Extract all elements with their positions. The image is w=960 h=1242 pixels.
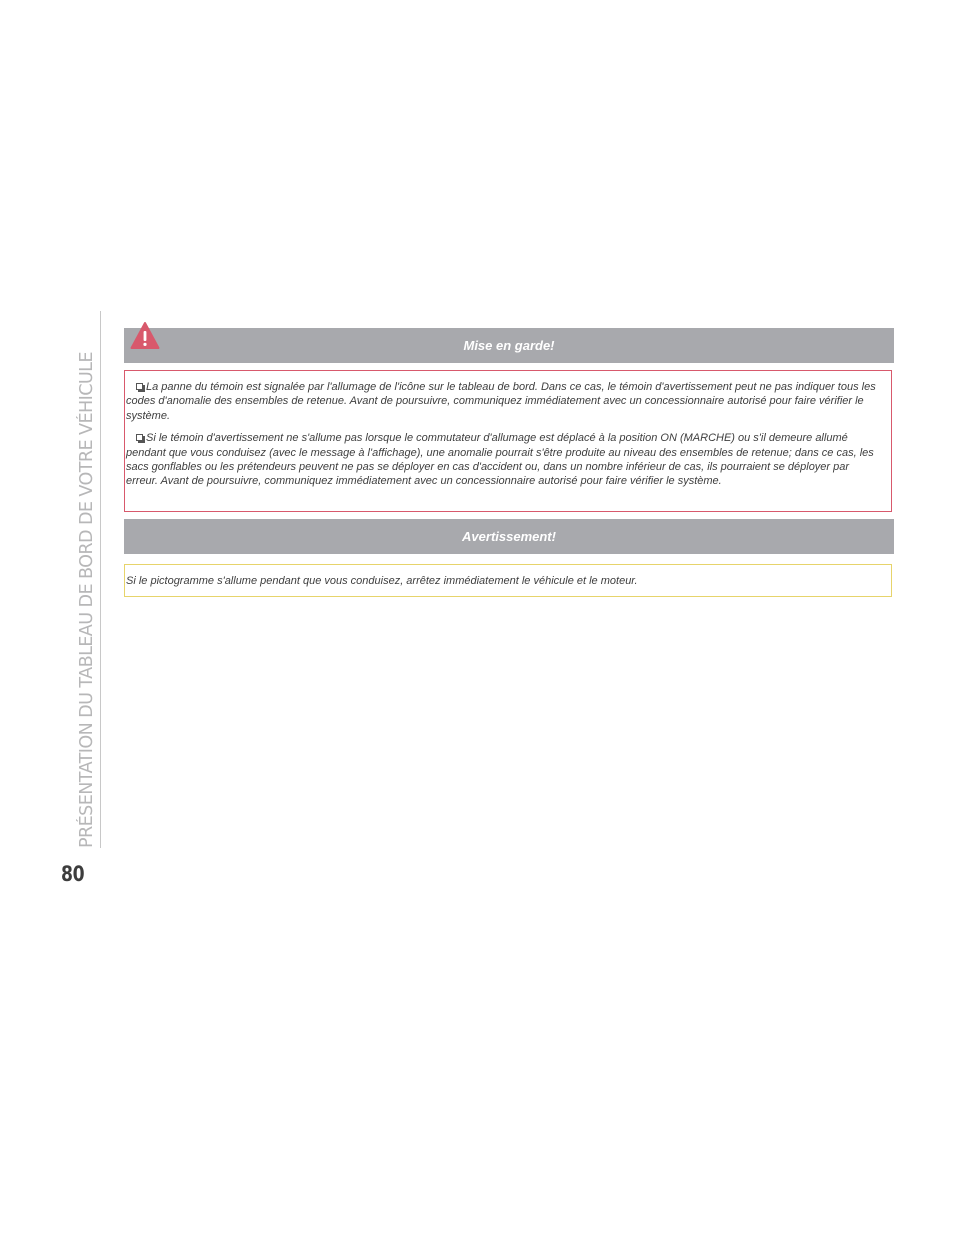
caution-item-text: La panne du témoin est signalée par l'al… [126,381,876,422]
caution-item-text: Si le témoin d'avertissement ne s'allume… [126,432,874,488]
caution-item: Si le témoin d'avertissement ne s'allume… [126,431,883,489]
warning-title: Avertissement! [462,529,556,544]
caution-title: Mise en garde! [463,338,555,353]
side-chapter-title-text: PRÉSENTATION DU TABLEAU DE BORD DE VOTRE… [77,352,97,848]
warning-body: Si le pictogramme s'allume pendant que v… [124,564,892,597]
checkbox-bullet-icon [136,383,145,392]
caution-item: La panne du témoin est signalée par l'al… [126,380,883,423]
checkbox-bullet-icon [136,434,145,444]
warning-text: Si le pictogramme s'allume pendant que v… [126,575,638,587]
caution-header: Mise en garde! [124,322,894,363]
warning-triangle-icon [130,322,160,349]
page-number: 80 [61,862,85,886]
side-chapter-title: PRÉSENTATION DU TABLEAU DE BORD DE VOTRE… [76,310,98,848]
side-divider [100,311,101,848]
caution-body: La panne du témoin est signalée par l'al… [124,370,892,512]
warning-header: Avertissement! [124,519,894,554]
